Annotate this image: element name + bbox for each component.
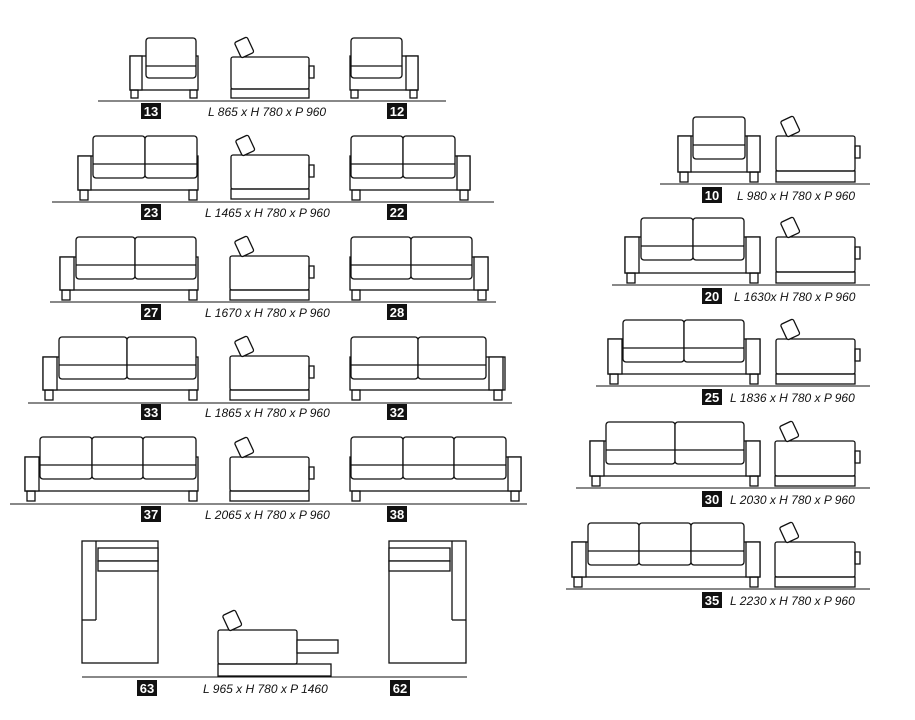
dimension-label: L 1836 x H 780 x P 960: [730, 391, 855, 405]
model-badge: 33: [141, 404, 161, 420]
dimension-label: L 2030 x H 780 x P 960: [730, 493, 855, 507]
sofa-front-right-arm: [349, 37, 419, 99]
row-37-38: 37 L 2065 x H 780 x P 960 38: [10, 436, 527, 522]
sofa-front-left-arm: [24, 436, 199, 502]
sofa-front-left-arm: [42, 336, 199, 401]
sofa-side-view: [229, 436, 315, 502]
sofa-side-view: [230, 36, 315, 99]
row-13-12: 13 L 865 x H 780 x P 960 12: [98, 36, 446, 119]
model-badge: 27: [141, 304, 161, 320]
dimension-label: L 2230 x H 780 x P 960: [730, 594, 855, 608]
svg-text:27: 27: [144, 305, 158, 320]
sofa-front-left-arm: [129, 37, 199, 99]
svg-text:22: 22: [390, 205, 404, 220]
sofa-front-left-arm: [77, 135, 199, 201]
dimension-label: L 980 x H 780 x P 960: [737, 189, 855, 203]
model-badge: 32: [387, 404, 407, 420]
svg-text:62: 62: [393, 681, 407, 696]
side-row-25: 25 L 1836 x H 780 x P 960: [596, 318, 870, 405]
model-badge: 13: [141, 103, 161, 119]
dimension-label: L 965 x H 780 x P 1460: [203, 682, 328, 696]
sofa-side-view: [230, 134, 315, 200]
svg-text:13: 13: [144, 104, 158, 119]
sofa-front-right-arm: [349, 436, 522, 502]
sofa-front-right-arm: [349, 135, 471, 201]
model-badge: 35: [702, 592, 722, 608]
svg-text:63: 63: [140, 681, 154, 696]
svg-text:32: 32: [390, 405, 404, 420]
sofa-front-right-arm: [349, 336, 506, 401]
sofa-front: [589, 421, 761, 487]
sofa-side-view: [775, 318, 861, 385]
sofa-side-view: [774, 420, 861, 487]
model-badge: 37: [141, 506, 161, 522]
model-badge: 12: [387, 103, 407, 119]
svg-text:28: 28: [390, 305, 404, 320]
sofa-front: [607, 319, 761, 385]
sofa-front-right-arm: [349, 236, 489, 301]
model-badge: 10: [702, 187, 722, 203]
model-badge: 63: [137, 680, 157, 696]
model-badge: 28: [387, 304, 407, 320]
sofa-side-view: [229, 335, 315, 401]
model-badge: 62: [390, 680, 410, 696]
dimension-label: L 1865 x H 780 x P 960: [205, 406, 330, 420]
sofa-front: [624, 217, 761, 284]
svg-text:38: 38: [390, 507, 404, 522]
svg-text:25: 25: [705, 390, 719, 405]
model-badge: 20: [702, 288, 722, 304]
dimension-label: L 1630x H 780 x P 960: [734, 290, 856, 304]
row-63-62: 63 L 965 x H 780 x P 1460 62: [81, 540, 467, 696]
row-23-22: 23 L 1465 x H 780 x P 960 22: [52, 134, 494, 220]
chaise-front-left: [81, 540, 159, 664]
model-badge: 23: [141, 204, 161, 220]
sofa-side-view: [229, 235, 315, 301]
side-row-20: 20 L 1630x H 780 x P 960: [612, 216, 870, 304]
chaise-front-right: [388, 540, 467, 664]
dimension-label: L 1670 x H 780 x P 960: [205, 306, 330, 320]
side-row-10: 10 L 980 x H 780 x P 960: [660, 115, 870, 203]
svg-text:12: 12: [390, 104, 404, 119]
side-row-35: 35 L 2230 x H 780 x P 960: [566, 521, 870, 608]
dimension-label: L 865 x H 780 x P 960: [208, 105, 326, 119]
svg-text:33: 33: [144, 405, 158, 420]
sofa-side-view: [775, 115, 861, 183]
sofa-front: [677, 116, 761, 183]
dimension-label: L 1465 x H 780 x P 960: [205, 206, 330, 220]
sofa-side-view: [774, 521, 861, 588]
svg-text:23: 23: [144, 205, 158, 220]
svg-text:37: 37: [144, 507, 158, 522]
sofa-front: [571, 522, 761, 588]
svg-text:35: 35: [705, 593, 719, 608]
model-badge: 38: [387, 506, 407, 522]
side-row-30: 30 L 2030 x H 780 x P 960: [576, 420, 870, 507]
model-badge: 22: [387, 204, 407, 220]
model-badge: 25: [702, 389, 722, 405]
row-33-32: 33 L 1865 x H 780 x P 960 32: [28, 335, 512, 420]
chaise-side-view: [217, 609, 339, 677]
dimension-label: L 2065 x H 780 x P 960: [205, 508, 330, 522]
row-27-28: 27 L 1670 x H 780 x P 960 28: [50, 235, 496, 320]
sofa-side-view: [775, 216, 861, 284]
svg-text:10: 10: [705, 188, 719, 203]
model-badge: 30: [702, 491, 722, 507]
svg-text:30: 30: [705, 492, 719, 507]
sofa-front-left-arm: [59, 236, 199, 301]
svg-text:20: 20: [705, 289, 719, 304]
